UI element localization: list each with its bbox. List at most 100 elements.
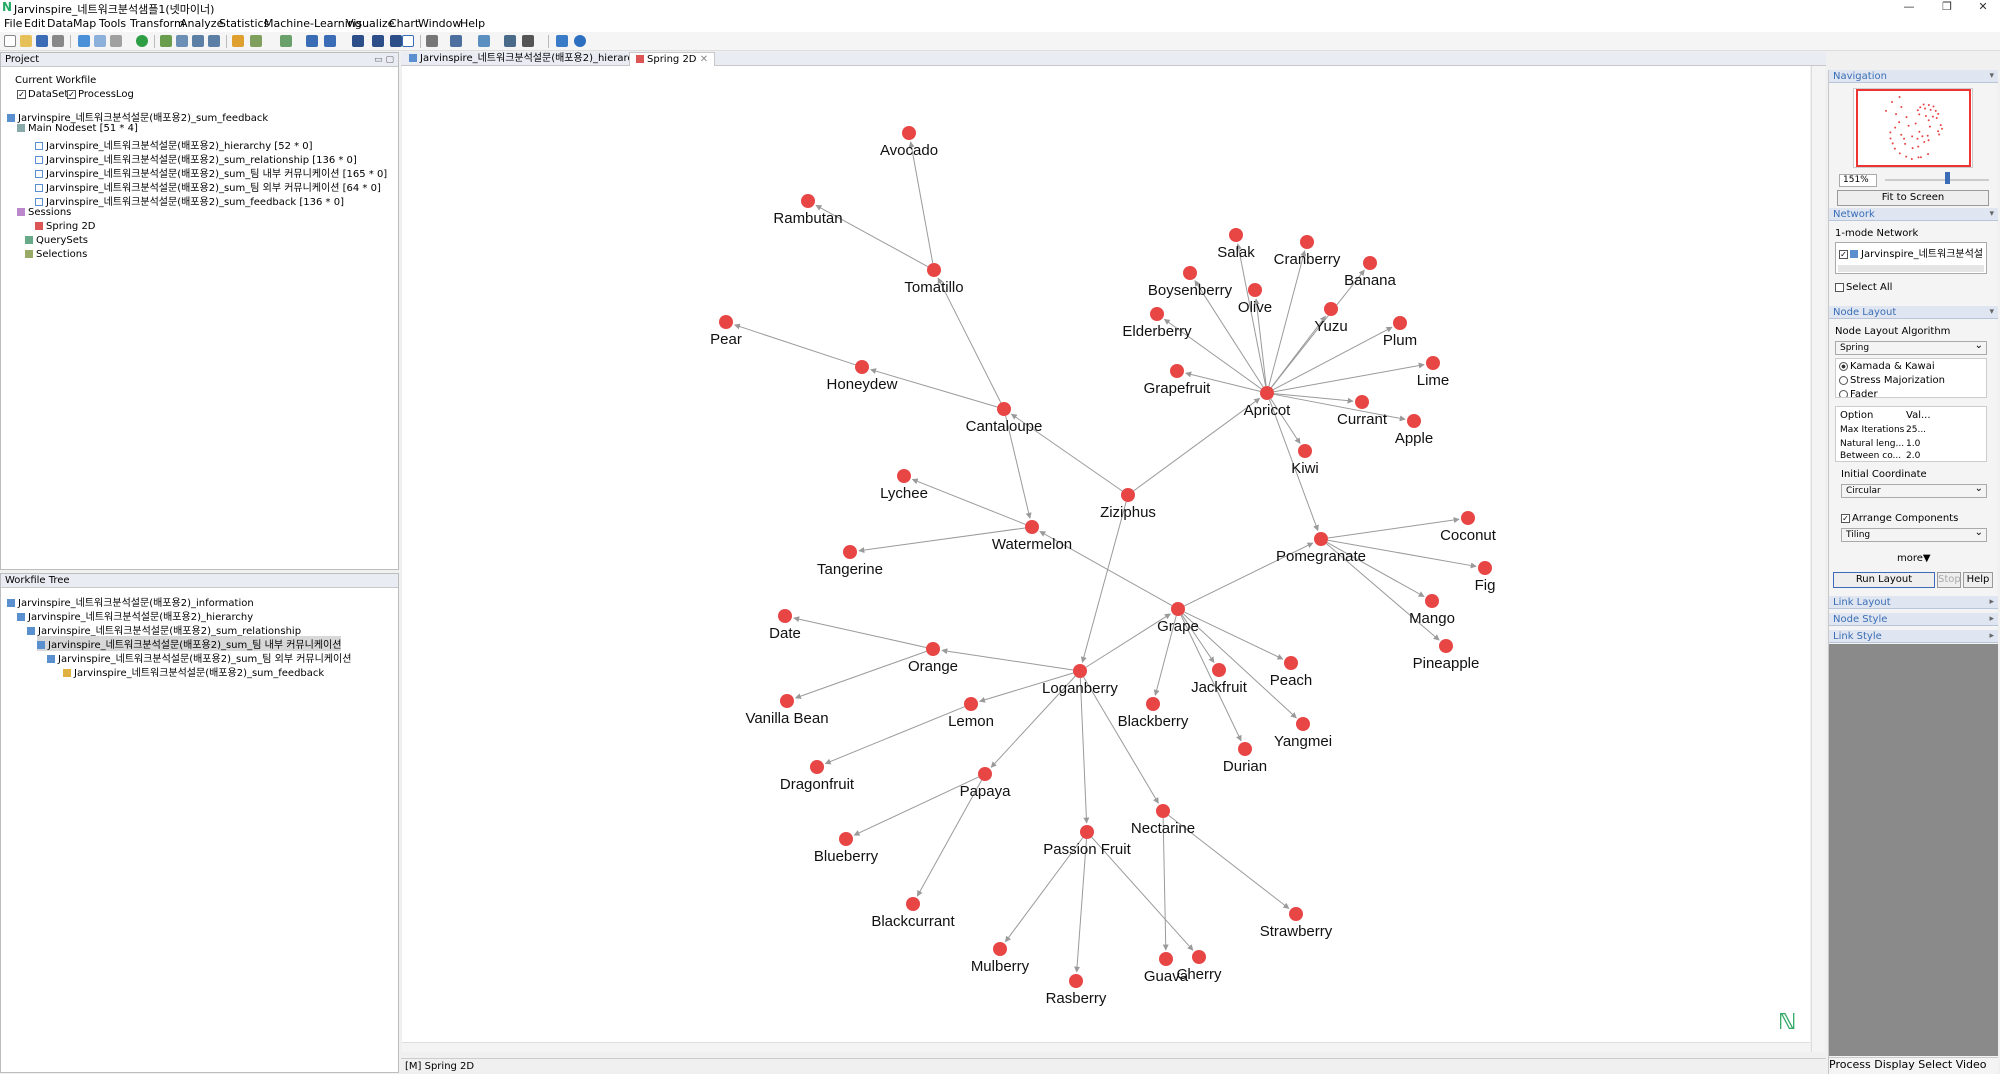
close-tab-icon[interactable]: ✕ <box>699 54 709 65</box>
workfile-item-selected[interactable]: Jarvinspire_네트워크분석설문(배포용2)_sum_팀 내부 커뮤니케… <box>37 636 342 651</box>
node-lime[interactable] <box>1426 356 1440 370</box>
select-all-checkbox[interactable]: Select All <box>1835 282 1892 293</box>
tab-display[interactable]: Display <box>1874 1058 1915 1071</box>
node-yuzu[interactable] <box>1324 302 1338 316</box>
node-olive[interactable] <box>1248 283 1262 297</box>
help-button[interactable]: Help <box>1963 572 1993 588</box>
viewport-rect[interactable] <box>1856 89 1971 167</box>
node-layout-header[interactable]: Node Layout▾ <box>1829 306 1998 319</box>
radio-fader[interactable]: Fader <box>1839 389 1878 397</box>
edge-passion-fruit-rasberry[interactable] <box>1074 838 1087 973</box>
node-ziziphus[interactable] <box>1121 488 1135 502</box>
tiling-select[interactable]: Tiling <box>1841 527 1987 542</box>
dataset-checkbox[interactable]: ✓DataSet <box>17 89 69 100</box>
edge-apricot-plum[interactable] <box>1272 326 1393 391</box>
tree-spring2d[interactable]: Spring 2D <box>35 221 96 232</box>
tree-link-item[interactable]: Jarvinspire_네트워크분석설문(배포용2)_sum_relations… <box>35 151 357 166</box>
edge-tomatillo-avocado[interactable] <box>908 141 934 264</box>
edge-apricot-grapefruit[interactable] <box>1185 371 1261 392</box>
edge-apricot-kiwi[interactable] <box>1270 398 1301 444</box>
expand-icon[interactable] <box>192 35 204 47</box>
tab-spring2d[interactable]: Spring 2D ✕ <box>629 52 716 66</box>
arrow-next-icon[interactable] <box>372 35 384 47</box>
node-pineapple[interactable] <box>1439 639 1453 653</box>
edge-grape-yangmei[interactable] <box>1182 613 1297 719</box>
edge-papaya-blueberry[interactable] <box>853 776 979 836</box>
arrow-last-icon[interactable] <box>390 35 402 47</box>
tree-sessions[interactable]: Sessions <box>17 207 71 218</box>
node-strawberry[interactable] <box>1289 907 1303 921</box>
edge-loganberry-passion-fruit[interactable] <box>1079 677 1090 824</box>
edge-watermelon-tangerine[interactable] <box>858 527 1026 554</box>
node-mulberry[interactable] <box>993 942 1007 956</box>
menu-file[interactable]: File <box>4 17 23 30</box>
edge-grape-durian[interactable] <box>1180 615 1242 742</box>
edge-pomegranate-pineapple[interactable] <box>1325 543 1440 641</box>
edge-loganberry-papaya[interactable] <box>990 675 1076 768</box>
edge-apricot-elderberry[interactable] <box>1163 318 1262 390</box>
node-passion-fruit[interactable] <box>1080 825 1094 839</box>
edge-apricot-currant[interactable] <box>1273 393 1354 404</box>
node-avocado[interactable] <box>902 126 916 140</box>
node-honeydew[interactable] <box>855 360 869 374</box>
network-list[interactable]: ✓Jarvinspire_네트워크분석설 <box>1835 242 1987 274</box>
new-file-icon[interactable] <box>4 35 16 47</box>
edge-orange-vanilla-bean[interactable] <box>794 650 927 699</box>
select-box-icon[interactable] <box>176 35 188 47</box>
print-icon[interactable] <box>52 35 64 47</box>
node-blueberry[interactable] <box>839 832 853 846</box>
edge-orange-date[interactable] <box>793 616 927 648</box>
tree-selections[interactable]: Selections <box>25 249 87 260</box>
edge-papaya-blackcurrant[interactable] <box>916 779 983 897</box>
node-elderberry[interactable] <box>1150 307 1164 321</box>
zoom-input[interactable]: 151% <box>1839 174 1877 187</box>
node-cranberry[interactable] <box>1300 235 1314 249</box>
menu-machine-learning[interactable]: Machine-Learning <box>264 17 362 30</box>
table-icon[interactable] <box>504 35 516 47</box>
menu-help[interactable]: Help <box>460 17 486 30</box>
project-tab[interactable]: Project▭ ▢ <box>1 53 398 67</box>
node-style-header[interactable]: Node Style▸ <box>1829 613 1998 626</box>
algorithm-select[interactable]: Spring <box>1835 340 1987 355</box>
node-boysenberry[interactable] <box>1183 266 1197 280</box>
node-grapefruit[interactable] <box>1170 364 1184 378</box>
edge-pomegranate-fig[interactable] <box>1327 539 1477 569</box>
fit-to-screen-button[interactable]: Fit to Screen <box>1837 190 1989 206</box>
paste-icon[interactable] <box>110 35 122 47</box>
edge-nectarine-guava[interactable] <box>1162 817 1169 951</box>
node-blackberry[interactable] <box>1146 697 1160 711</box>
edge-passion-fruit-mulberry[interactable] <box>1004 837 1084 943</box>
node-tangerine[interactable] <box>843 545 857 559</box>
edge-pomegranate-coconut[interactable] <box>1327 517 1460 539</box>
node-lemon[interactable] <box>964 697 978 711</box>
node-add-icon[interactable] <box>160 35 172 47</box>
menu-edit[interactable]: Edit <box>24 17 46 30</box>
close-icon[interactable]: ✕ <box>1978 0 1988 13</box>
node-pomegranate[interactable] <box>1314 532 1328 546</box>
network-header[interactable]: Network▾ <box>1829 208 1998 221</box>
node-durian[interactable] <box>1238 742 1252 756</box>
node-orange[interactable] <box>926 642 940 656</box>
tree-root[interactable]: Jarvinspire_네트워크분석설문(배포용2)_sum_feedback <box>7 109 268 124</box>
edge-grape-blackberry[interactable] <box>1153 615 1177 696</box>
node-blackcurrant[interactable] <box>906 897 920 911</box>
workfile-item[interactable]: Jarvinspire_네트워크분석설문(배포용2)_hierarchy <box>17 608 253 623</box>
edge-lemon-dragonfruit[interactable] <box>824 706 965 765</box>
tab-video[interactable]: Video <box>1955 1058 1987 1071</box>
edge-nectarine-strawberry[interactable] <box>1168 814 1290 909</box>
edge-passion-fruit-cherry[interactable] <box>1091 836 1194 951</box>
tree-link-item[interactable]: Jarvinspire_네트워크분석설문(배포용2)_sum_feedback … <box>35 193 344 208</box>
node-jackfruit[interactable] <box>1212 663 1226 677</box>
node-vanilla-bean[interactable] <box>780 694 794 708</box>
network-graph[interactable]: AvocadoRambutanTomatilloPearHoneydewCant… <box>402 66 1810 1052</box>
edge-grape-jackfruit[interactable] <box>1181 614 1215 664</box>
edge-ziziphus-loganberry[interactable] <box>1080 501 1127 663</box>
node-rambutan[interactable] <box>801 194 815 208</box>
navigation-minimap[interactable] <box>1853 88 1973 168</box>
edge-grape-peach[interactable] <box>1184 611 1284 660</box>
node-loganberry[interactable] <box>1073 664 1087 678</box>
node-tomatillo[interactable] <box>927 263 941 277</box>
edge-honeydew-pear[interactable] <box>733 323 856 366</box>
node-banana[interactable] <box>1363 256 1377 270</box>
